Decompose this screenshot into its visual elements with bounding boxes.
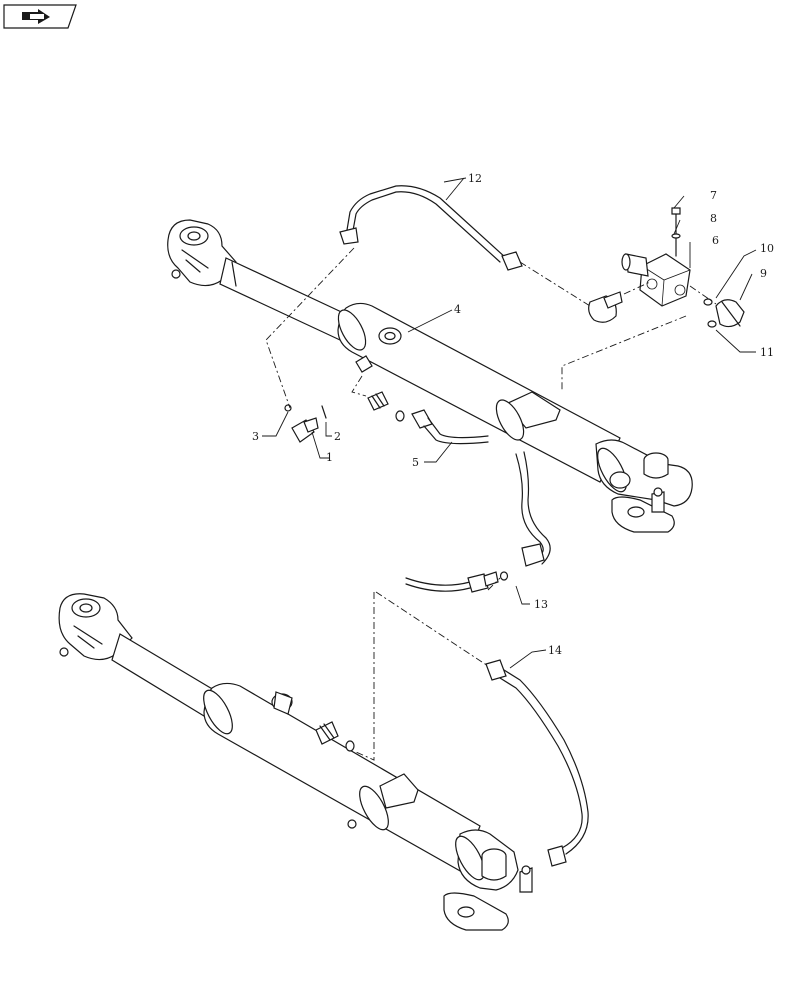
callout-1: 1 — [326, 451, 333, 464]
lower-cylinder — [58, 593, 533, 931]
back-arrow-icon[interactable] — [3, 4, 77, 29]
callout-3: 3 — [252, 430, 259, 443]
callout-14: 14 — [548, 644, 562, 657]
valve-block-6 — [588, 207, 691, 323]
hose-5 — [367, 391, 489, 445]
callout-4: 4 — [454, 303, 461, 316]
callout-2: 2 — [334, 430, 341, 443]
callout-10: 10 — [760, 242, 774, 255]
callout-8: 8 — [710, 212, 717, 225]
callout-6: 6 — [712, 234, 719, 247]
tube-12 — [339, 185, 523, 271]
leader-lines — [262, 177, 757, 669]
callout-12: 12 — [468, 172, 482, 185]
fitting-9 — [703, 298, 745, 328]
callout-11: 11 — [760, 346, 774, 359]
callout-9: 9 — [760, 267, 767, 280]
callout-labels: 1 2 3 4 5 6 7 8 9 10 11 12 13 14 — [252, 172, 774, 657]
callout-5: 5 — [412, 456, 419, 469]
callout-7: 7 — [710, 189, 717, 202]
tube-14 — [485, 659, 589, 867]
fitting-1 — [284, 404, 327, 443]
connection-lines — [265, 247, 717, 761]
callout-13: 13 — [534, 598, 548, 611]
upper-cylinder — [167, 219, 693, 533]
hose-13 — [405, 451, 551, 593]
